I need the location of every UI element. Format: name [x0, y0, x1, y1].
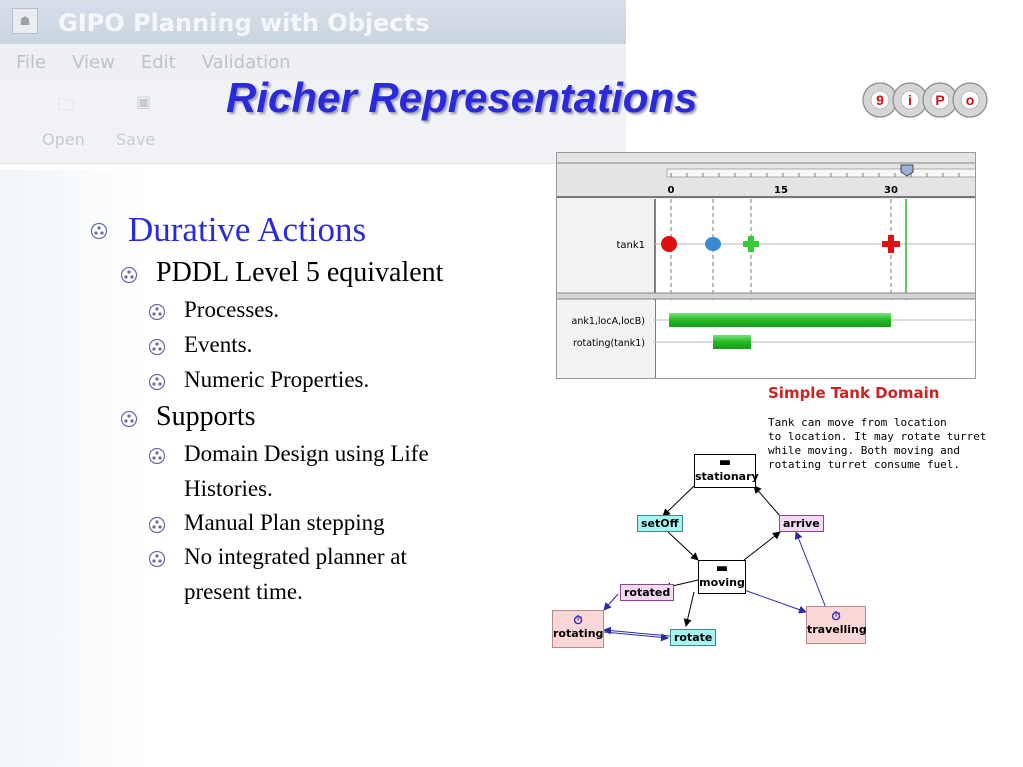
- action-rotated[interactable]: rotated: [620, 584, 675, 601]
- open-folder-icon[interactable]: 🗀: [58, 95, 75, 114]
- state-moving[interactable]: ▬ moving: [698, 560, 746, 594]
- bullet-level2: PDDL Level 5 equivalent: [120, 257, 443, 289]
- bullet-marker-icon: [148, 338, 166, 356]
- bullet-marker-icon: [148, 550, 166, 568]
- diagram-edges: [603, 485, 827, 642]
- bullet-text: Processes.: [184, 297, 280, 322]
- logo-letter-4: o: [966, 92, 975, 108]
- action-arrive[interactable]: arrive: [779, 515, 824, 532]
- tank-icon: ▬: [715, 561, 729, 576]
- row-label-move: ank1,locA,locB): [572, 316, 646, 327]
- event-marker-red-plus-icon: [882, 235, 900, 253]
- bullet-text: Durative Actions: [128, 210, 367, 249]
- background-toolbar: 🗀 ▣ Open Save: [0, 80, 626, 164]
- logo-letter-1: 9: [876, 92, 884, 108]
- gipo-logo-icon: 9 i P o: [862, 82, 988, 118]
- bullet-marker-icon: [120, 266, 138, 284]
- bullet-level3: Domain Design using Life: [148, 441, 429, 467]
- slide-title: Richer Representations: [226, 74, 698, 121]
- bullet-text: No integrated planner at: [184, 544, 407, 569]
- bullet-text: Manual Plan stepping: [184, 510, 385, 535]
- diagram-description: Tank can move from location to location.…: [768, 416, 987, 472]
- action-bar-rotating: [713, 335, 751, 349]
- timeline-panel: 0 15 30 tank1 ank1,locA,locB): [556, 152, 976, 379]
- bullet-level3: Numeric Properties.: [148, 367, 369, 393]
- timer-icon: ⏱: [573, 613, 583, 627]
- menu-edit[interactable]: Edit: [140, 51, 176, 73]
- process-travelling[interactable]: ⏱ travelling: [806, 606, 867, 644]
- event-marker-red-dot-icon: [661, 236, 677, 252]
- background-window-title: GIPO Planning with Objects: [58, 9, 430, 37]
- logo-letter-2: i: [908, 92, 912, 108]
- bullet-text: Histories.: [184, 476, 273, 501]
- tank-icon: ▬: [718, 455, 732, 470]
- background-menubar: File View Edit Validation: [0, 44, 626, 80]
- tick-label-30: 30: [884, 185, 898, 196]
- bullet-level3: Manual Plan stepping: [148, 510, 385, 536]
- action-setoff[interactable]: setOff: [637, 515, 683, 532]
- bullet-level3: No integrated planner at: [148, 544, 407, 570]
- event-marker-green-plus-icon: [743, 236, 759, 252]
- timer-icon: ⏱: [831, 609, 841, 623]
- state-label: moving: [699, 576, 745, 589]
- description-line: Tank can move from location: [768, 416, 947, 429]
- process-label: travelling: [807, 623, 867, 636]
- tick-label-15: 15: [774, 185, 788, 196]
- row-label-rotating: rotating(tank1): [573, 338, 645, 349]
- bullet-marker-icon: [148, 516, 166, 534]
- bullet-marker-icon: [90, 222, 108, 240]
- menu-validation[interactable]: Validation: [201, 51, 291, 73]
- event-marker-blue-dot-icon: [705, 237, 721, 251]
- diagram-title: Simple Tank Domain: [768, 384, 940, 402]
- timeline-graphic: 0 15 30 tank1 ank1,locA,locB): [557, 153, 975, 378]
- bullet-marker-icon: [148, 303, 166, 321]
- menu-view[interactable]: View: [72, 51, 115, 73]
- state-label: stationary: [695, 470, 759, 483]
- description-line: rotating turret consume fuel.: [768, 458, 961, 471]
- row-label-tank1: tank1: [616, 240, 645, 251]
- description-line: while moving. Both moving and: [768, 444, 961, 457]
- toolbar-open-label[interactable]: Open: [42, 130, 85, 149]
- tick-label-0: 0: [668, 185, 675, 196]
- description-line: to location. It may rotate turret: [768, 430, 987, 443]
- process-rotating[interactable]: ⏱ rotating: [552, 610, 604, 648]
- bullet-text: Events.: [184, 332, 253, 357]
- save-disk-icon[interactable]: ▣: [136, 92, 152, 111]
- toolbar-save-label[interactable]: Save: [116, 130, 156, 149]
- bullet-text: present time.: [184, 579, 303, 604]
- bullet-marker-icon: [148, 447, 166, 465]
- bullet-level1: Durative Actions: [90, 210, 367, 250]
- bullet-level2: Supports: [120, 401, 256, 433]
- process-label: rotating: [553, 627, 604, 640]
- action-rotate[interactable]: rotate: [670, 629, 717, 646]
- bullet-text: Supports: [156, 401, 256, 432]
- action-bar-move: [669, 313, 891, 327]
- menu-file[interactable]: File: [16, 51, 47, 73]
- bullet-text: Numeric Properties.: [184, 367, 370, 392]
- bullet-marker-icon: [120, 410, 138, 428]
- domain-diagram: Simple Tank Domain Tank can move from lo…: [548, 380, 996, 660]
- logo-letter-3: P: [935, 92, 944, 108]
- background-titlebar: ☗ GIPO Planning with Objects: [0, 0, 626, 44]
- state-stationary[interactable]: ▬ stationary: [694, 454, 759, 488]
- bullet-level3: Processes.: [148, 297, 279, 323]
- bullet-level3-continuation: Histories.: [148, 476, 273, 502]
- bullet-marker-icon: [148, 373, 166, 391]
- bullet-text: PDDL Level 5 equivalent: [156, 257, 444, 288]
- bullet-text: Domain Design using Life: [184, 441, 429, 466]
- bullet-level3-continuation: present time.: [148, 579, 303, 605]
- bullet-level3: Events.: [148, 332, 252, 358]
- background-app-window: ☗ GIPO Planning with Objects File View E…: [0, 0, 626, 170]
- app-icon: ☗: [12, 8, 38, 34]
